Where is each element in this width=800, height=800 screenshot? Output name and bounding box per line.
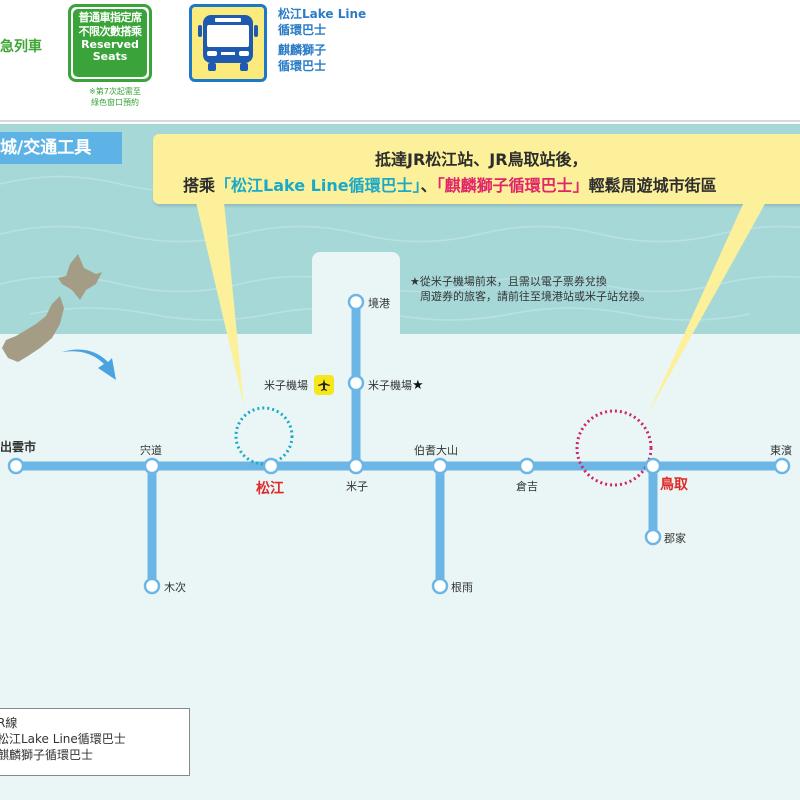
lake-line-label-1: 松江Lake Line (278, 7, 367, 21)
station-sakaiminato: 境港 (368, 297, 390, 310)
callout-kirin-line: 「麒麟獅子循環巴士」 (436, 176, 589, 195)
reserved-note-line1: ※第7次起需至 (89, 87, 141, 96)
station-higashihama: 東濱 (770, 444, 792, 457)
reserved-seats-badge: 普通車指定席 不限次數搭乘 Reserved Seats (68, 4, 152, 82)
section-title-tab: 城/交通工具 (0, 132, 122, 164)
reserved-en-line1: Reserved (81, 38, 139, 51)
bus-line-labels: 松江Lake Line 循環巴士 麒麟獅子 循環巴士 (278, 6, 366, 78)
callout-line1: 抵達JR松江站、JR鳥取站後， (375, 150, 588, 169)
station-shinji: 宍道 (140, 444, 162, 457)
express-train-label: 急列車 (0, 39, 42, 55)
header-strip: 急列車 普通車指定席 不限次數搭乘 Reserved Seats ※第7次起需至… (0, 0, 800, 122)
station-kurayoshi: 倉吉 (516, 480, 538, 493)
station-yonago-airport: 米子機場★ (368, 378, 424, 393)
callout-lake-line: 「松江Lake Line循環巴士」 (215, 176, 421, 195)
station-hoki-daisen: 伯耆大山 (414, 444, 458, 457)
lake-line-label-2: 循環巴士 (278, 23, 327, 37)
japan-silhouette (2, 254, 102, 362)
airplane-icon (314, 375, 334, 395)
kirin-circle (575, 409, 653, 487)
legend-jr-line: R線 (0, 716, 18, 730)
map-legend: R線 松江Lake Line循環巴士 麒麟獅子循環巴士 (0, 708, 190, 776)
airport-exchange-note: ★從米子機場前來，且需以電子票券兌換 周遊券的旅客，請前往至境港站或米子站兌換。 (410, 274, 651, 304)
station-koge: 郡家 (664, 532, 686, 545)
station-izumoshi: 出雲市 (0, 440, 37, 454)
station-tottori: 鳥取 (660, 477, 688, 493)
legend-lake-line: 松江Lake Line循環巴士 (0, 732, 126, 746)
reserved-zh-line1: 普通車指定席 (78, 11, 143, 24)
reserved-note: ※第7次起需至 綠色窗口預約 (70, 86, 160, 108)
kirin-label-2: 循環巴士 (278, 59, 327, 73)
reserved-note-line2: 綠色窗口預約 (91, 98, 139, 107)
info-callout: 抵達JR松江站、JR鳥取站後， 搭乘「松江Lake Line循環巴士」、「麒麟獅… (153, 134, 800, 204)
lake-line-circle (234, 406, 294, 466)
route-map: 城/交通工具 抵達JR松江站、JR鳥取站後， 搭乘「松江Lake Line循環巴… (0, 124, 800, 800)
callout-line2: 搭乘「松江Lake Line循環巴士」、「麒麟獅子循環巴士」輕鬆周遊城市街區 (183, 172, 717, 196)
note-line2: 周遊券的旅客，請前往至境港站或米子站兌換。 (420, 290, 651, 303)
station-neu: 根雨 (451, 581, 473, 594)
station-kisuki: 木次 (164, 581, 186, 594)
route-lines (7, 202, 791, 595)
callout-suffix: 輕鬆周遊城市街區 (588, 176, 717, 195)
legend-kirin-line: 麒麟獅子循環巴士 (0, 748, 94, 762)
callout-prefix: 搭乘 (183, 176, 216, 195)
station-matsue: 松江 (256, 481, 284, 497)
reserved-en-line2: Seats (92, 50, 128, 63)
direction-arrow-icon (62, 349, 116, 380)
kirin-label-1: 麒麟獅子 (278, 43, 327, 57)
reserved-zh-line2: 不限次數搭乘 (78, 25, 143, 38)
note-line1: ★從米子機場前來，且需以電子票券兌換 (410, 275, 607, 288)
callout-separator: 、 (420, 176, 437, 195)
station-yonago: 米子 (346, 480, 368, 493)
star-icon: ★ (412, 378, 424, 393)
bus-badge (189, 4, 267, 82)
airport-label: 米子機場 (264, 379, 308, 392)
bus-icon (198, 15, 258, 71)
